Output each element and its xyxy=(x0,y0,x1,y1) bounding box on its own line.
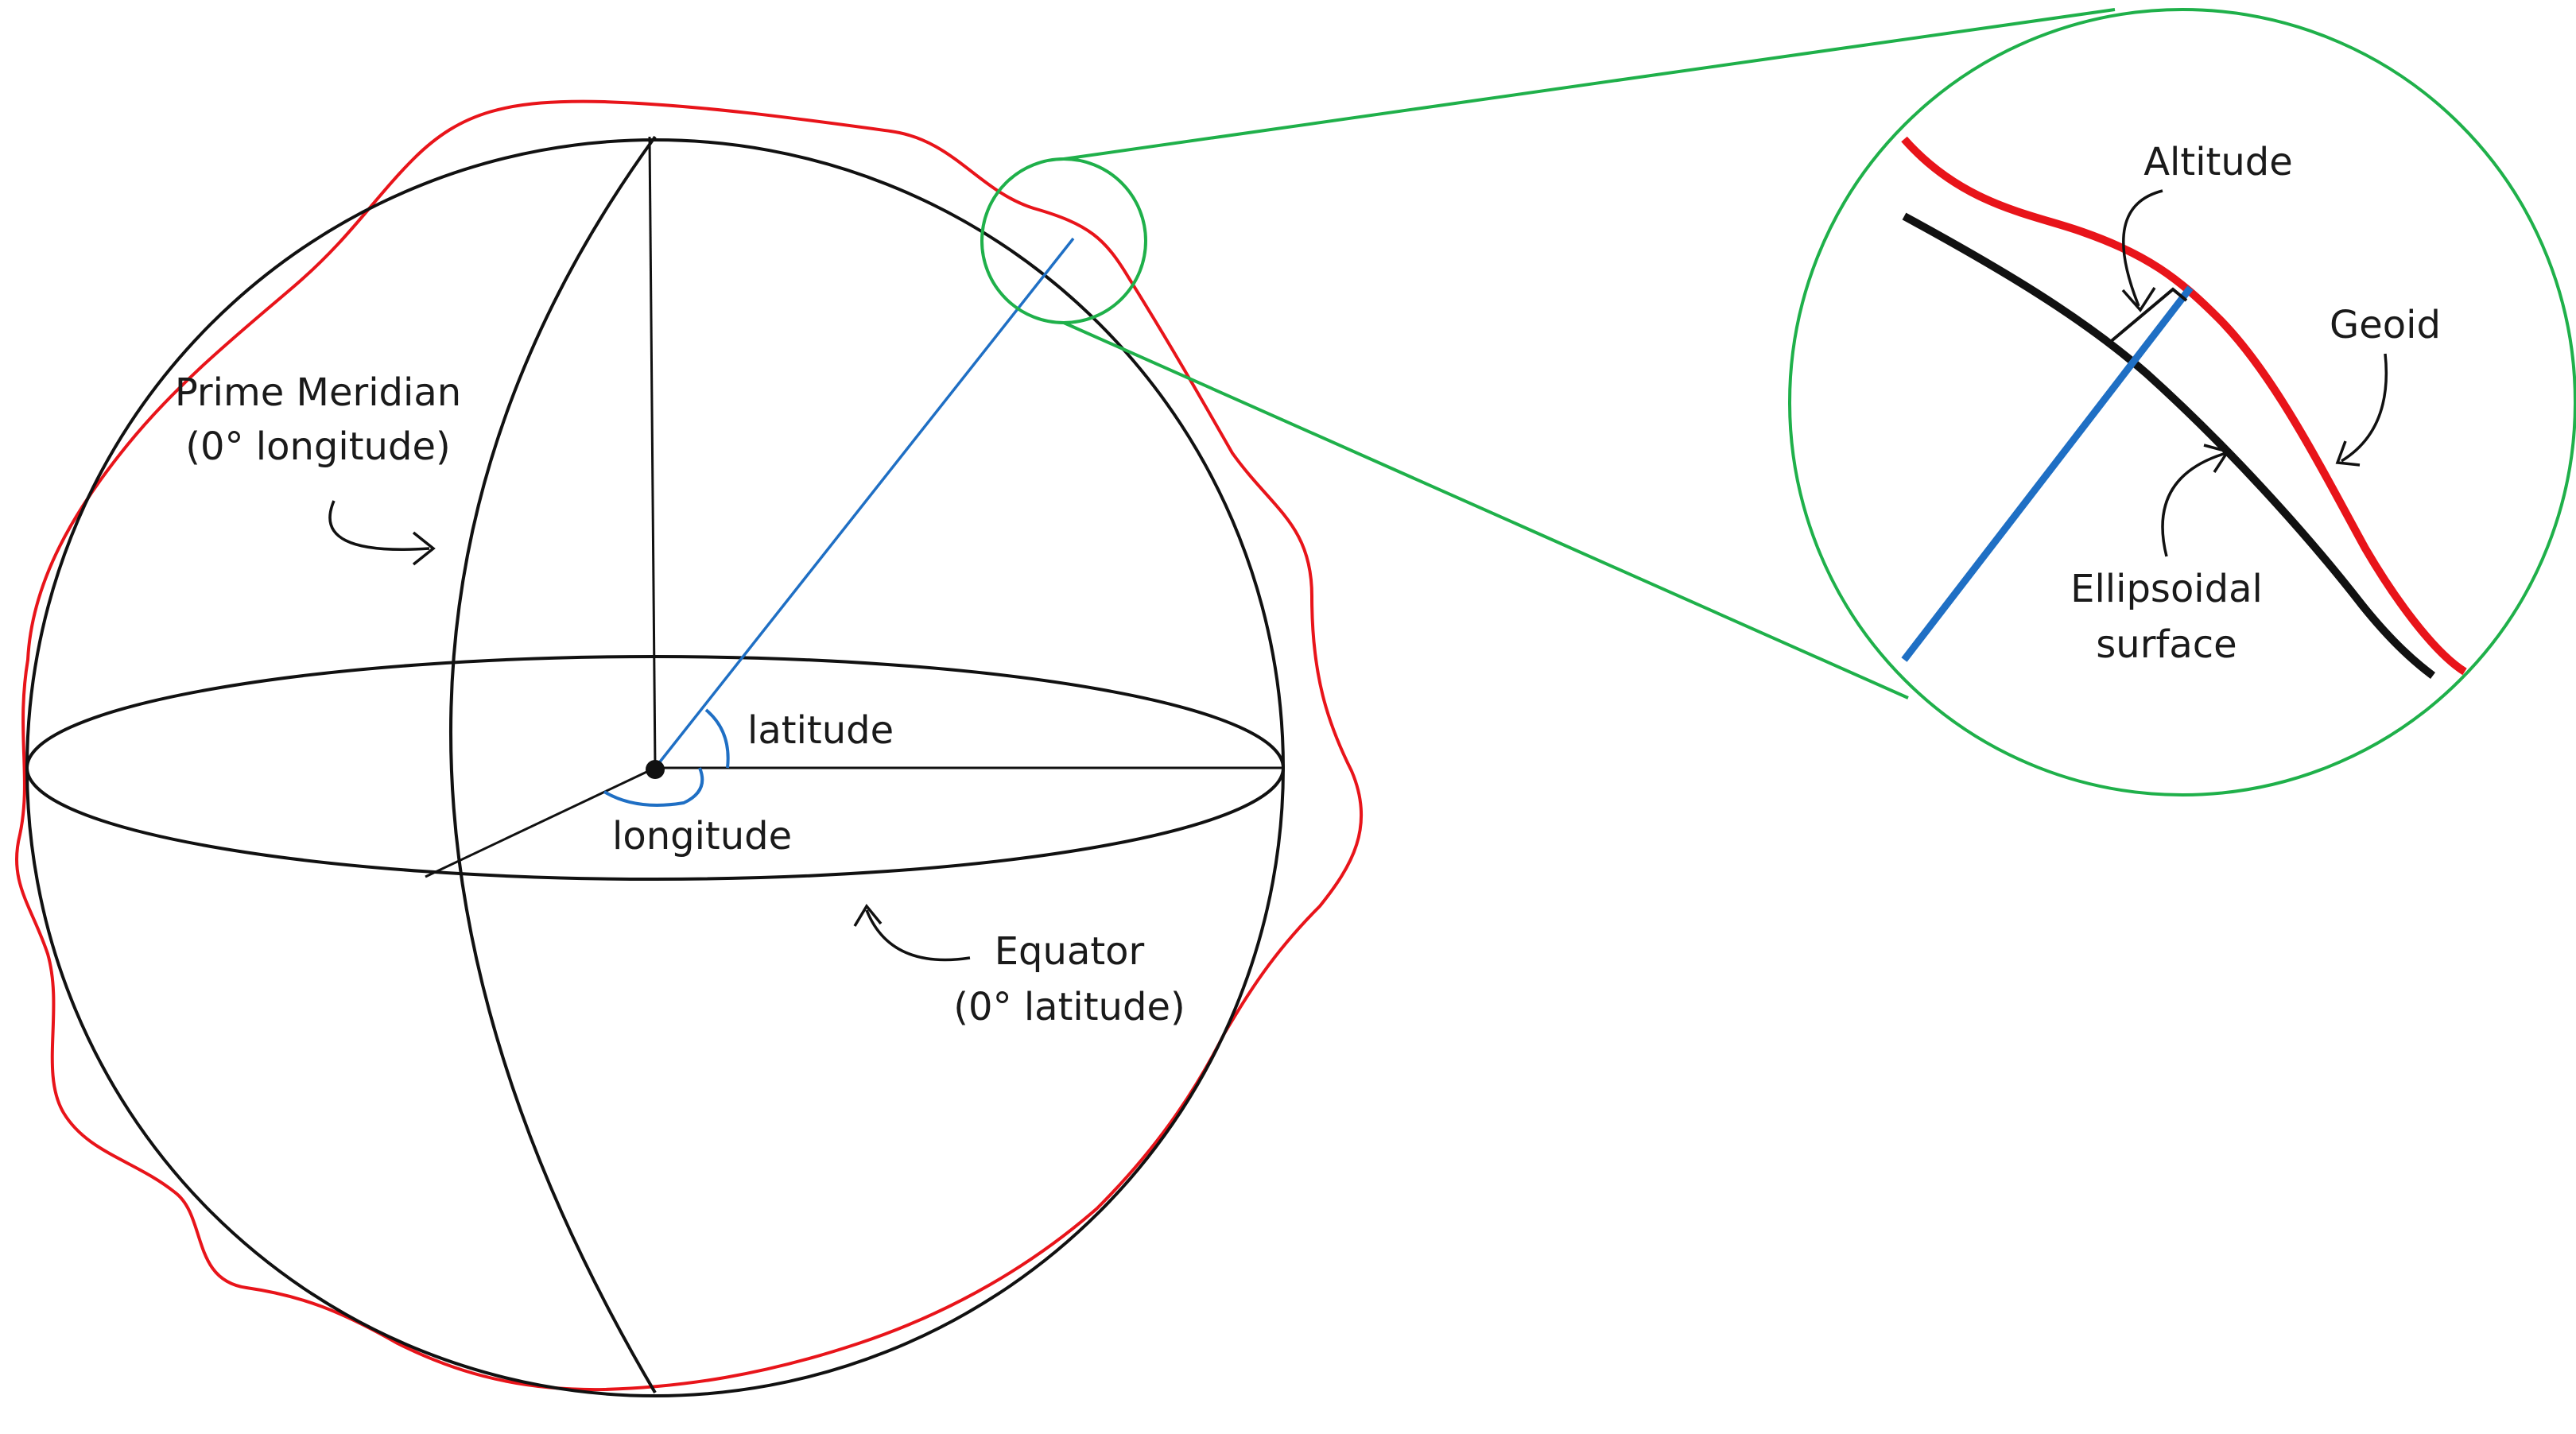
zoomed-geoid-curve xyxy=(1901,136,2467,676)
prime-meridian-pointer xyxy=(328,500,430,551)
coordinate-ray xyxy=(654,237,1075,769)
geoid-label: Geoid xyxy=(2330,303,2441,347)
equator-arrowhead xyxy=(853,903,883,927)
equator-pointer xyxy=(865,909,971,962)
zoom-source-circle xyxy=(980,157,1147,324)
altitude-label: Altitude xyxy=(2143,140,2293,184)
geoid-arrowhead xyxy=(2335,440,2361,467)
geoid-outline xyxy=(15,99,1364,1392)
prime-meridian-label-line2: (0° longitude) xyxy=(185,424,450,469)
globe xyxy=(15,99,1364,1397)
zoomed-coordinate-ray xyxy=(1901,285,2194,662)
longitude-angle-arc xyxy=(603,767,704,807)
altitude-pointer xyxy=(2122,189,2163,307)
latitude-label: latitude xyxy=(747,708,894,753)
ellipsoidal-surface-arrowhead xyxy=(2203,444,2230,473)
equator-label-line2: (0° latitude) xyxy=(953,985,1185,1029)
prime-meridian-radius xyxy=(425,766,656,878)
zoom-connector-top xyxy=(1063,8,2116,161)
longitude-label: longitude xyxy=(612,814,792,858)
ellipsoidal-surface-label-line1: Ellipsoidal xyxy=(2070,567,2263,611)
earth-center-dot xyxy=(646,760,665,779)
zoom-callout: Altitude Geoid Ellipsoidal surface xyxy=(980,8,2576,796)
geoid-pointer xyxy=(2341,353,2388,463)
ellipsoidal-surface-label-line2: surface xyxy=(2096,622,2237,667)
latitude-angle-arc xyxy=(704,708,730,769)
prime-meridian-label-line1: Prime Meridian xyxy=(175,370,461,415)
zoom-connector-bottom xyxy=(1063,321,1909,700)
ellipsoidal-surface-pointer xyxy=(2161,452,2227,557)
zoomed-ellipsoid-curve xyxy=(1902,212,2436,679)
altitude-arrowhead xyxy=(2121,287,2156,312)
prime-meridian-arrowhead xyxy=(412,531,436,566)
equator-label-line1: Equator xyxy=(995,929,1145,974)
globe-labels: Prime Meridian (0° longitude) latitude l… xyxy=(175,370,1185,1029)
polar-axis xyxy=(648,136,657,769)
altitude-bracket xyxy=(2105,287,2188,357)
prime-meridian-arc xyxy=(449,135,657,1394)
